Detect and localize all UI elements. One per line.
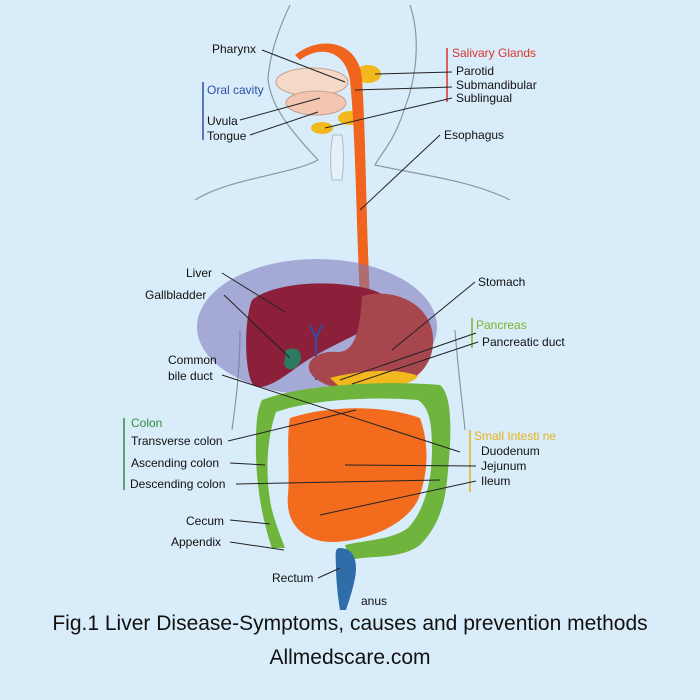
small-intestine-header-text: Small Intesti ne xyxy=(474,429,557,443)
oral-cavity-header-text: Oral cavity xyxy=(207,83,264,97)
leader-sublingual xyxy=(324,97,453,129)
label-common: Common xyxy=(168,353,217,367)
label-appendix: Appendix xyxy=(171,535,222,549)
small-intestine-shape xyxy=(287,408,427,543)
leader-jejunum xyxy=(344,464,477,467)
label-esophagus: Esophagus xyxy=(444,128,505,142)
colon-header-text: Colon xyxy=(131,416,163,430)
salivary-glands-header: Salivary Glands xyxy=(452,46,536,60)
leader-descending-colon xyxy=(235,479,441,485)
leader-tongue xyxy=(249,111,319,136)
label-uvula: Uvula xyxy=(207,114,238,128)
leader-esophagus xyxy=(359,134,441,211)
label-tongue: Tongue xyxy=(207,129,247,143)
sublingual-gland xyxy=(311,122,333,134)
body-outline xyxy=(194,4,511,201)
leader-submandibular xyxy=(354,86,453,91)
label-ascending-colon: Ascending colon xyxy=(131,456,220,470)
colon-header: Colon xyxy=(131,416,162,430)
label-descending-colon: Descending colon xyxy=(130,477,226,491)
rectum-shape xyxy=(335,548,356,610)
label-rectum: Rectum xyxy=(272,571,314,585)
leader-stomach xyxy=(391,281,476,351)
pancreas-header-text: Pancreas xyxy=(476,318,527,332)
leader-appendix xyxy=(229,541,285,551)
leader-transverse-colon xyxy=(227,409,357,442)
label-liver: Liver xyxy=(186,266,213,280)
torso-outline-right xyxy=(454,329,466,431)
gallbladder-shape xyxy=(284,348,302,370)
leader-rectum xyxy=(317,567,341,579)
label-anus: anus xyxy=(361,594,388,608)
leader-gallbladder xyxy=(223,294,291,359)
pancreas-header: Pancreas xyxy=(476,318,527,332)
salivary-glands-header-text: Salivary Glands xyxy=(452,46,537,60)
leader-ileum xyxy=(319,480,477,516)
liver-shape xyxy=(246,283,392,388)
site-name: Allmedscare.com xyxy=(269,646,431,669)
label-parotid: Parotid xyxy=(456,64,495,78)
label-pharynx: Pharynx xyxy=(212,42,257,56)
leader-pharynx xyxy=(261,49,346,83)
stomach-shape xyxy=(308,293,434,391)
leader-ascending-colon xyxy=(229,462,266,466)
leader-pancreas xyxy=(339,332,477,381)
label-ileum: Ileum xyxy=(481,474,511,488)
trachea xyxy=(330,134,344,181)
label-transverse-colon: Transverse colon xyxy=(131,434,223,448)
label-cecum: Cecum xyxy=(186,514,225,528)
leader-lines xyxy=(221,49,479,579)
oral-cavity-header: Oral cavity xyxy=(207,83,264,97)
oral-cavity-shape xyxy=(285,90,347,116)
leader-cecum xyxy=(229,519,271,525)
leader-pancreatic-duct xyxy=(351,341,479,385)
label-stomach: Stomach xyxy=(478,275,526,289)
small-intestine-header: Small Intesti ne xyxy=(474,429,556,443)
colon-shape xyxy=(255,383,451,560)
leader-uvula xyxy=(239,97,321,121)
leader-liver xyxy=(221,272,286,313)
label-jejunum: Jejunum xyxy=(481,459,527,473)
label-bile-duct: bile duct xyxy=(168,369,213,383)
label-duodenum: Duodenum xyxy=(481,444,540,458)
label-sublingual: Sublingual xyxy=(456,91,513,105)
label-gallbladder: Gallbladder xyxy=(145,288,207,302)
leader-parotid xyxy=(374,71,453,75)
label-submandibular: Submandibular xyxy=(456,78,537,92)
figure-caption: Fig.1 Liver Disease-Symptoms, causes and… xyxy=(52,612,648,635)
label-pancreatic-duct: Pancreatic duct xyxy=(482,335,565,349)
